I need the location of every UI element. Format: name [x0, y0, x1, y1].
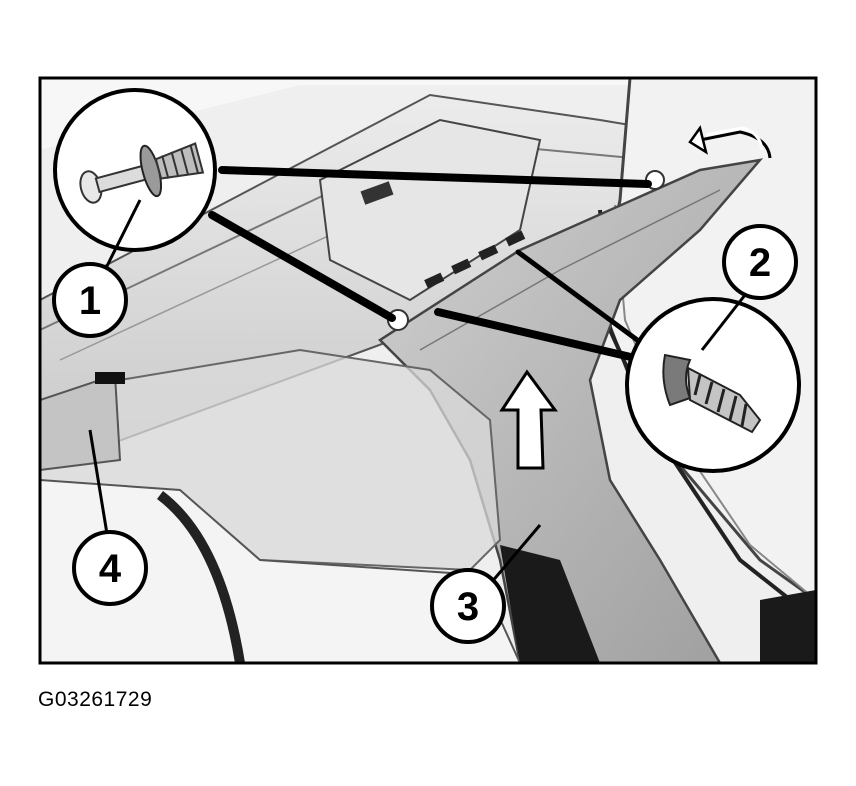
- leader-lines: [208, 166, 652, 362]
- callout-1-label: 1: [79, 279, 101, 323]
- mounting-bracket: [318, 118, 542, 302]
- direction-up-arrow-icon: [499, 369, 558, 470]
- callout-3: 3: [430, 568, 506, 644]
- clip-slots: [424, 230, 526, 289]
- callout-4-label: 4: [99, 547, 122, 591]
- callout-3-label: 3: [457, 585, 479, 629]
- clip-detail-circle-1: [53, 88, 217, 252]
- rotate-arrow-icon: [688, 125, 772, 159]
- clip-detail-circle-2: [625, 297, 801, 473]
- callout-2: 2: [722, 224, 798, 300]
- callout-2-label: 2: [749, 241, 771, 285]
- push-pin-clip-icon: [79, 142, 205, 204]
- figure-id: G03261729: [38, 688, 153, 711]
- callout-1: 1: [52, 262, 128, 338]
- figure-frame: [38, 76, 818, 665]
- tree-clip-icon: [662, 353, 762, 434]
- callout-4: 4: [72, 530, 148, 606]
- roof-area: [40, 78, 816, 150]
